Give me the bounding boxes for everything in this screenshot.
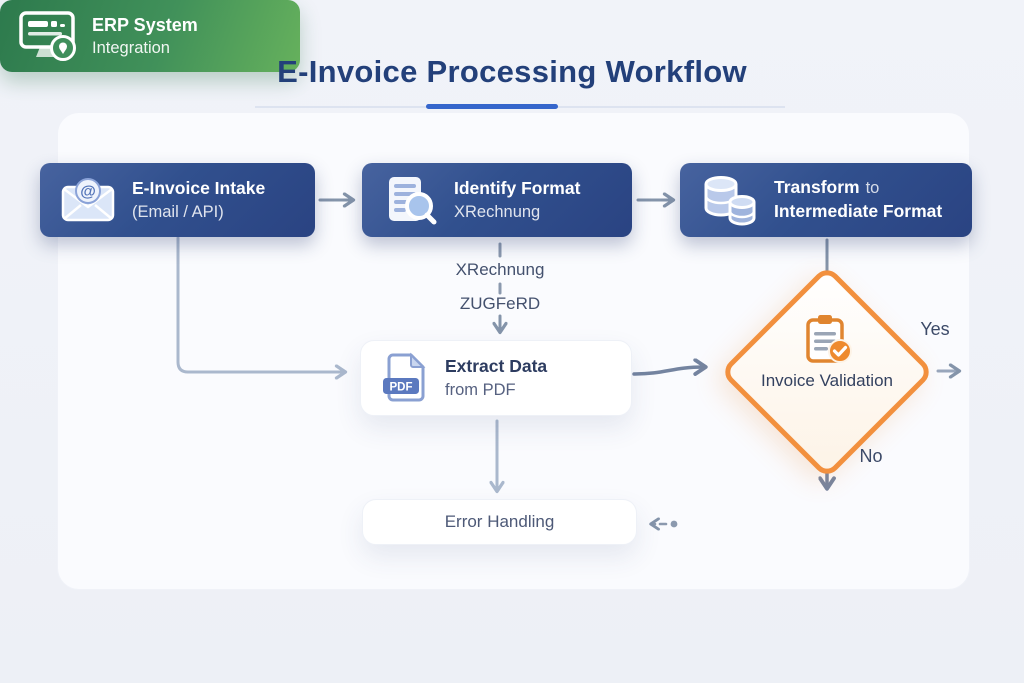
decision-label: Invoice Validation xyxy=(761,371,893,390)
pdf-file-icon: PDF xyxy=(383,352,426,402)
erp-monitor-icon xyxy=(19,11,76,61)
clipboard-check-icon xyxy=(806,315,852,363)
svg-text:PDF: PDF xyxy=(390,382,413,394)
document-search-icon xyxy=(389,177,437,225)
node-e-invoice-intake: @ E-Invoice Intake (Email / API) xyxy=(40,163,315,237)
node-subtitle: Integration xyxy=(92,39,170,58)
node-title: ERP System xyxy=(92,14,198,35)
node-extract-data: PDF Extract Data from PDF xyxy=(360,340,632,416)
email-at-icon: @ xyxy=(61,178,115,222)
node-identify-format: Identify Format XRechnung xyxy=(362,163,632,237)
node-title: Identify Format xyxy=(454,178,581,199)
node-text: ERP System Integration xyxy=(92,13,198,60)
branch-label-yes: Yes xyxy=(920,319,950,339)
database-icon xyxy=(704,176,756,226)
decision-invoice-validation: Invoice Validation xyxy=(742,312,912,430)
node-error-handling: Error Handling xyxy=(362,499,637,545)
page-title: E-Invoice Processing Workflow xyxy=(277,54,747,89)
svg-text:@: @ xyxy=(80,184,96,201)
node-subtitle: (Email / API) xyxy=(132,202,224,221)
node-title: Extract Data xyxy=(445,356,548,377)
title-accent-underline xyxy=(426,104,558,109)
format-label-zugferd: ZUGFeRD xyxy=(459,294,541,313)
node-text: E-Invoice Intake (Email / API) xyxy=(132,177,265,223)
node-text: Extract Data from PDF xyxy=(445,355,547,401)
node-title-suffix: to xyxy=(865,179,880,198)
format-label-xrechnung: XRechnung xyxy=(455,260,545,279)
node-title: E-Invoice Intake xyxy=(132,178,266,199)
node-subtitle: from PDF xyxy=(445,380,516,399)
node-erp-integration: ERP System Integration xyxy=(0,0,300,72)
node-title-line2: Intermediate Format xyxy=(774,201,943,221)
node-subtitle: XRechnung xyxy=(454,202,541,221)
node-text: Identify Format XRechnung xyxy=(454,177,580,223)
branch-label-no: No xyxy=(859,446,883,466)
node-title: Error Handling xyxy=(444,512,555,531)
